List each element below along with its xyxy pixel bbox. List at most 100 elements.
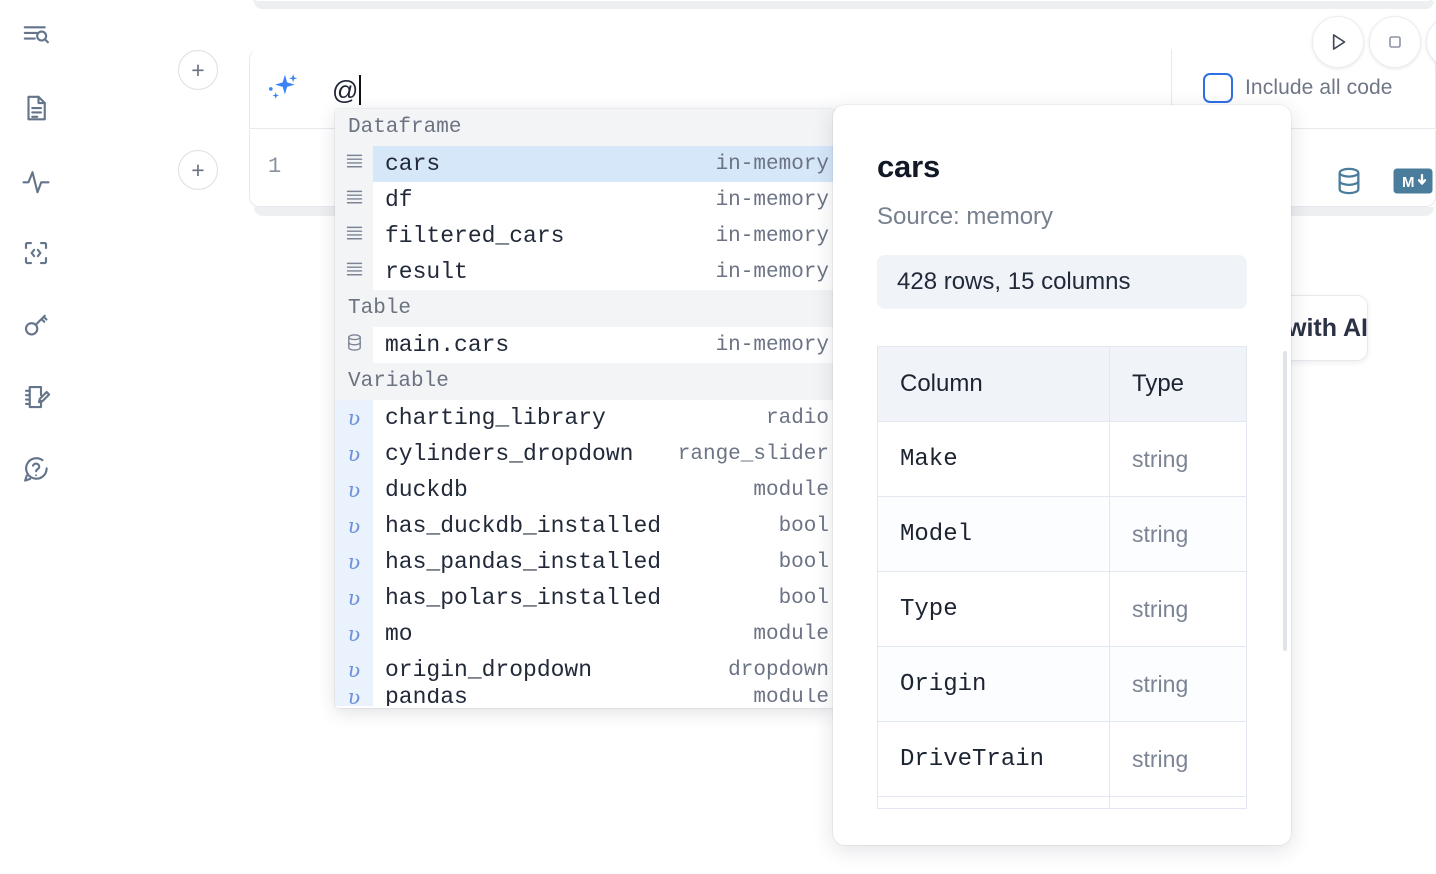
autocomplete-item-gutter: ʋ bbox=[335, 688, 373, 706]
autocomplete-item-kind: radio bbox=[765, 406, 829, 430]
include-all-code-control[interactable]: Include all code bbox=[1203, 73, 1393, 103]
activity-icon[interactable] bbox=[14, 159, 58, 203]
autocomplete-item-name: mo bbox=[385, 621, 413, 647]
cell-column-type bbox=[1110, 797, 1246, 808]
cell-column-name bbox=[878, 797, 1110, 808]
autocomplete-item-kind: bool bbox=[778, 550, 829, 574]
autocomplete-item-gutter bbox=[335, 146, 373, 182]
variable-icon: ʋ bbox=[347, 406, 361, 430]
autocomplete-item-gutter bbox=[335, 218, 373, 254]
autocomplete-item-kind: in-memory bbox=[715, 152, 829, 176]
autocomplete-item-gutter bbox=[335, 327, 373, 363]
variable-icon: ʋ bbox=[347, 688, 361, 706]
autocomplete-item-kind: in-memory bbox=[715, 333, 829, 357]
cell-column-name: Model bbox=[878, 497, 1110, 571]
table-row-partial bbox=[878, 797, 1246, 809]
run-button[interactable] bbox=[1312, 16, 1364, 68]
cell-column-type: string bbox=[1132, 745, 1189, 772]
markdown-icon[interactable]: M bbox=[1393, 168, 1433, 199]
document-icon[interactable] bbox=[14, 86, 58, 130]
cell-column-name: Make bbox=[878, 422, 1110, 496]
autocomplete-item-name: filtered_cars bbox=[385, 223, 565, 249]
column-header-column: Column bbox=[878, 347, 1110, 421]
autocomplete-item-name: pandas bbox=[385, 688, 468, 706]
autocomplete-item-name: has_pandas_installed bbox=[385, 549, 662, 575]
preview-stats-badge: 428 rows, 15 columns bbox=[877, 255, 1247, 309]
autocomplete-item-kind: dropdown bbox=[728, 658, 829, 682]
cell-column-type: string bbox=[1132, 595, 1189, 622]
autocomplete-item[interactable]: cars in-memory bbox=[335, 146, 835, 182]
cell-above-shadow bbox=[254, 1, 1434, 9]
autocomplete-item-kind: range_slider bbox=[677, 442, 829, 466]
autocomplete-item-gutter: ʋ bbox=[335, 652, 373, 688]
variable-icon: ʋ bbox=[347, 550, 361, 574]
variable-icon: ʋ bbox=[347, 586, 361, 610]
key-icon[interactable] bbox=[14, 303, 58, 347]
autocomplete-item-kind: in-memory bbox=[715, 224, 829, 248]
autocomplete-item-kind: bool bbox=[778, 586, 829, 610]
autocomplete-item-gutter: ʋ bbox=[335, 544, 373, 580]
autocomplete-item-gutter bbox=[335, 254, 373, 290]
autocomplete-item-kind: module bbox=[753, 688, 829, 706]
cell-column-type: string bbox=[1132, 520, 1189, 547]
autocomplete-item-name: cars bbox=[385, 151, 441, 177]
add-cell-above-button[interactable]: + bbox=[178, 50, 218, 90]
file-explorer-icon[interactable] bbox=[14, 14, 58, 58]
dataframe-icon bbox=[344, 259, 365, 285]
cell-column-type: string bbox=[1132, 445, 1189, 472]
dataframe-preview-panel: cars Source: memory 428 rows, 15 columns… bbox=[833, 105, 1291, 845]
code-brackets-icon[interactable] bbox=[14, 231, 58, 275]
autocomplete-item[interactable]: filtered_cars in-memory bbox=[335, 218, 835, 254]
dataframe-icon bbox=[344, 223, 365, 249]
autocomplete-item-gutter: ʋ bbox=[335, 580, 373, 616]
autocomplete-item[interactable]: ʋ has_pandas_installed bool bbox=[335, 544, 835, 580]
table-row: Model string bbox=[878, 497, 1246, 572]
autocomplete-item-gutter: ʋ bbox=[335, 616, 373, 652]
include-all-code-label: Include all code bbox=[1245, 76, 1393, 99]
notebook-pencil-icon[interactable] bbox=[14, 375, 58, 419]
autocomplete-group-header-table: Table bbox=[335, 290, 835, 327]
autocomplete-item-kind: in-memory bbox=[715, 260, 829, 284]
variable-icon: ʋ bbox=[347, 622, 361, 646]
database-icon[interactable] bbox=[1333, 165, 1365, 202]
variable-icon: ʋ bbox=[347, 514, 361, 538]
ai-cell-divider bbox=[1171, 49, 1172, 129]
include-all-code-checkbox[interactable] bbox=[1203, 73, 1233, 103]
autocomplete-group-header-dataframe: Dataframe bbox=[335, 109, 835, 146]
autocomplete-item-name: duckdb bbox=[385, 477, 468, 503]
svg-text:M: M bbox=[1402, 174, 1415, 191]
add-cell-below-button[interactable]: + bbox=[178, 150, 218, 190]
autocomplete-item-gutter: ʋ bbox=[335, 400, 373, 436]
autocomplete-item-name: df bbox=[385, 187, 413, 213]
database-icon bbox=[344, 332, 365, 358]
cell-column-name: Origin bbox=[878, 647, 1110, 721]
stop-button[interactable] bbox=[1369, 16, 1421, 68]
autocomplete-item-gutter: ʋ bbox=[335, 472, 373, 508]
preview-scrollbar[interactable] bbox=[1283, 351, 1287, 651]
dataframe-icon bbox=[344, 187, 365, 213]
variable-icon: ʋ bbox=[347, 442, 361, 466]
autocomplete-item-gutter: ʋ bbox=[335, 508, 373, 544]
help-question-icon[interactable] bbox=[14, 447, 58, 491]
left-icon-rail bbox=[0, 0, 72, 874]
dataframe-icon bbox=[344, 151, 365, 177]
table-row: Make string bbox=[878, 422, 1246, 497]
ai-prompt-input[interactable]: @ bbox=[332, 72, 1152, 108]
autocomplete-item[interactable]: ʋ pandas module bbox=[335, 688, 835, 706]
preview-source: Source: memory bbox=[877, 203, 1054, 230]
